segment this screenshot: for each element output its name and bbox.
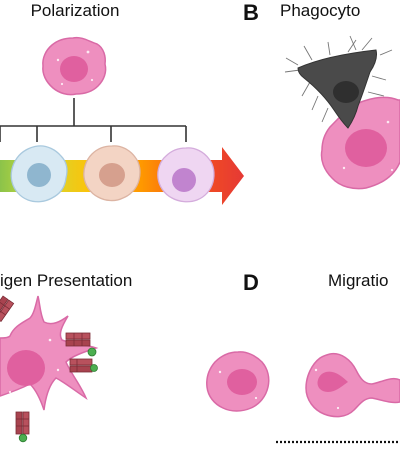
mhc-complex-bottom xyxy=(15,411,30,435)
antigen-dot-bottom xyxy=(18,433,28,443)
antigen-presenting-cell xyxy=(0,295,99,411)
panel-d-title: Migratio xyxy=(328,271,388,290)
panel-d-letter: D xyxy=(243,270,259,295)
phagocyte-cell xyxy=(320,96,400,190)
migrating-cell-elongated xyxy=(305,352,400,418)
panel-a-title: Polarization xyxy=(31,1,120,20)
migrating-cell-round xyxy=(206,351,270,412)
antigen-dot-right-a xyxy=(87,347,97,357)
polarized-cell-lavender xyxy=(157,147,215,203)
mhc-complex-right xyxy=(65,332,91,347)
polarized-cell-blue xyxy=(10,145,68,203)
panel-a-polarization: Polarization xyxy=(0,1,244,205)
antigen-dot-right-b xyxy=(90,364,98,372)
panel-c-antigen-presentation: igen Presentation xyxy=(0,271,132,443)
polarized-cell-peach xyxy=(83,145,141,202)
branch-connector xyxy=(0,98,187,142)
mhc-complex-right-lower xyxy=(69,358,93,373)
macrophage-cell-top xyxy=(42,36,107,96)
panel-b-letter: B xyxy=(243,0,259,25)
panel-b-title: Phagocyto xyxy=(280,1,360,20)
panel-b-phagocytosis: B Phagocyto xyxy=(243,0,400,190)
panel-d-migration: D Migratio xyxy=(206,270,400,444)
pathogen-cell xyxy=(284,35,393,129)
mhc-complex-top xyxy=(0,295,15,323)
panel-c-title: igen Presentation xyxy=(0,271,132,290)
